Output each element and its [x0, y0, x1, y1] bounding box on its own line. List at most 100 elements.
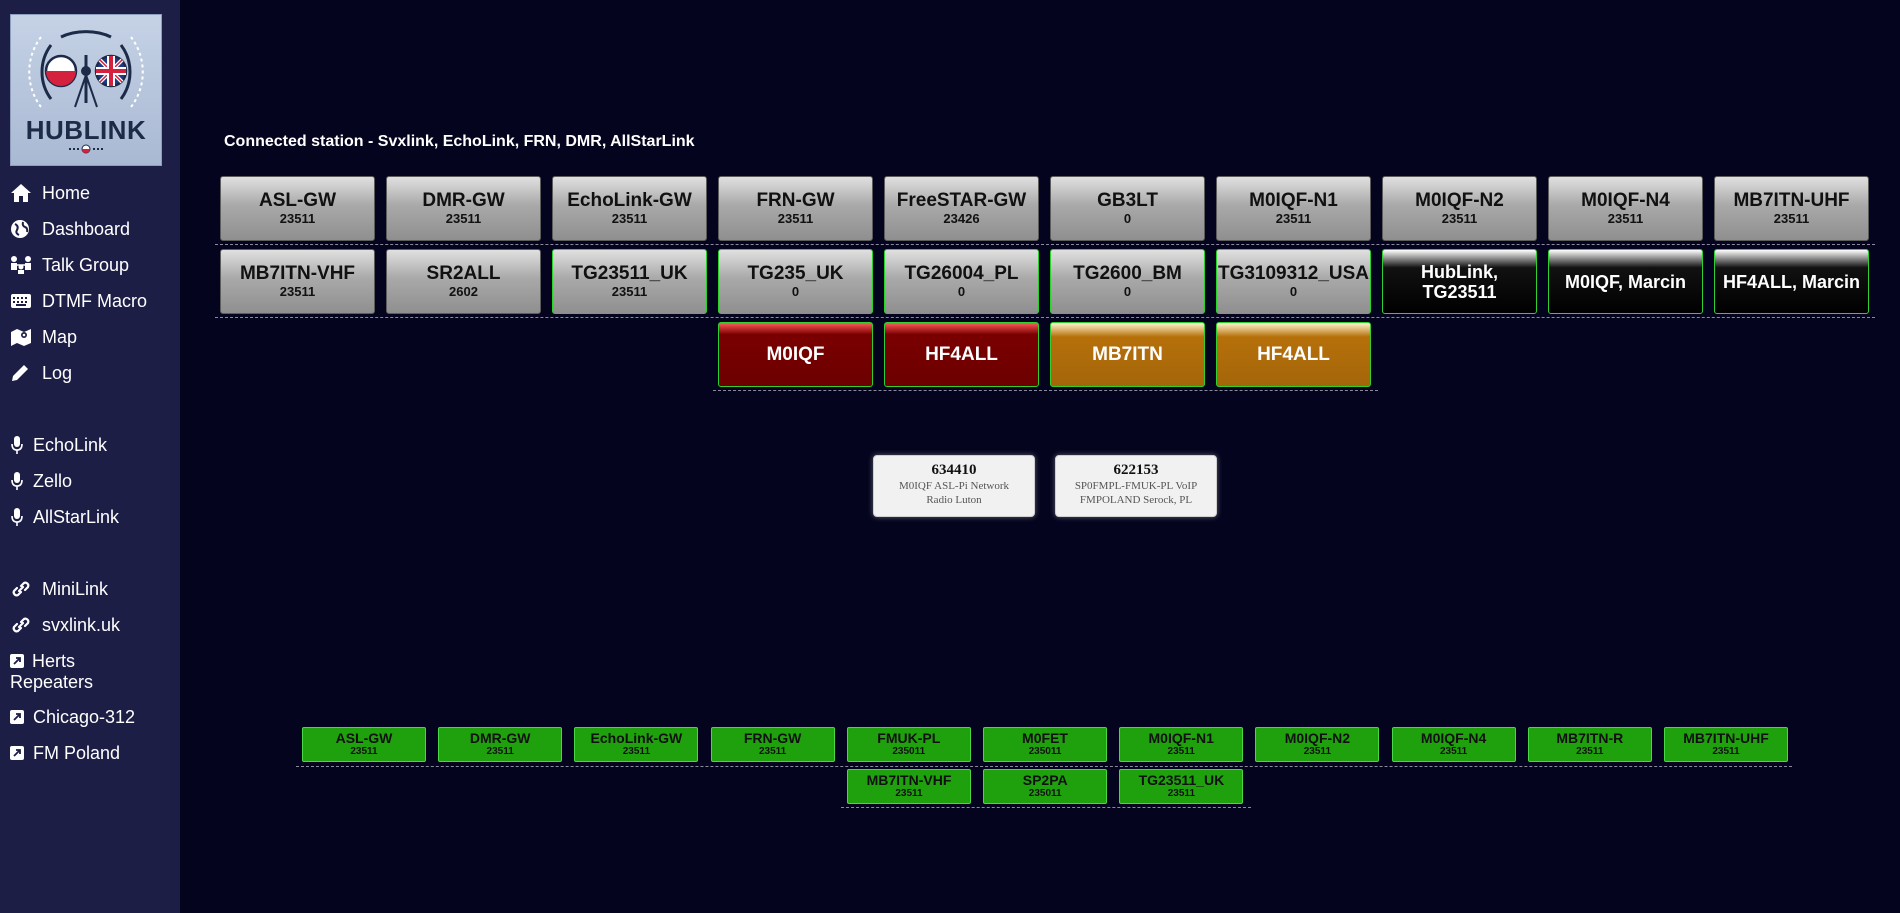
- nav-dashboard[interactable]: Dashboard: [10, 219, 130, 240]
- station-tile-mb7itn[interactable]: MB7ITN: [1050, 322, 1205, 387]
- node-name: M0IQF-N4: [1420, 730, 1487, 746]
- station-name: HF4ALL: [1257, 343, 1330, 365]
- nav-talk-group[interactable]: Talk Group: [10, 255, 129, 276]
- row-divider: [215, 317, 1875, 318]
- microphone-icon: [11, 508, 23, 526]
- node-name: TG23511_UK: [1138, 772, 1225, 788]
- station-tile-m0iqf[interactable]: M0IQF: [718, 322, 873, 387]
- node-talkgroup: 23511: [1712, 746, 1740, 757]
- station-talkgroup: 23511: [445, 211, 482, 226]
- herts-repeaters-text: Herts Repeaters: [10, 651, 94, 692]
- pencil-icon: [12, 365, 28, 381]
- nav-zello[interactable]: Zello: [10, 471, 72, 492]
- station-talkgroup: 23511: [1275, 211, 1312, 226]
- station-talkgroup: 23511: [611, 284, 648, 299]
- external-link-icon: [10, 654, 24, 668]
- nav-fm-poland-label: FM Poland: [33, 743, 121, 763]
- node-talkgroup: 23511: [486, 746, 514, 757]
- node-name: M0FET: [1022, 730, 1068, 746]
- station-name: MB7ITN-UHF: [1733, 190, 1850, 211]
- nav-dtmf-macro[interactable]: DTMF Macro: [10, 291, 147, 312]
- station-tile-hf4all-marcin[interactable]: HF4ALL, Marcin: [1714, 249, 1869, 314]
- nav-chicago-312[interactable]: Chicago-312: [10, 707, 135, 728]
- nav-svxlink-uk[interactable]: svxlink.uk: [10, 615, 120, 636]
- node-description: SP0FMPL-FMUK-PL VoIP: [1074, 480, 1198, 492]
- hublink-logo[interactable]: HUBLINK: [10, 14, 162, 166]
- node-name: EchoLink-GW: [590, 730, 683, 746]
- node-talkgroup: 235011: [1028, 788, 1062, 799]
- station-tile-m0iqf-marcin[interactable]: M0IQF, Marcin: [1548, 249, 1703, 314]
- node-talkgroup: 23511: [1167, 788, 1196, 799]
- station-talkgroup: 0: [1289, 284, 1298, 299]
- node-name: M0IQF-N2: [1284, 730, 1351, 746]
- station-talkgroup: 0: [1123, 211, 1132, 226]
- nav-minilink[interactable]: MiniLink: [10, 579, 108, 600]
- station-name: M0IQF, Marcin: [1564, 271, 1687, 292]
- node-description: FMPOLAND Serock, PL: [1079, 494, 1193, 506]
- nav-map[interactable]: Map: [10, 327, 77, 348]
- nav-echolink[interactable]: EchoLink: [10, 435, 107, 456]
- node-number: 634410: [931, 462, 977, 478]
- nav-log[interactable]: Log: [10, 363, 72, 384]
- nav-svxlink-uk-label: svxlink.uk: [42, 615, 121, 635]
- nav-home[interactable]: Home: [10, 183, 90, 204]
- station-name: M0IQF: [766, 343, 825, 365]
- station-talkgroup: 23511: [1441, 211, 1478, 226]
- node-talkgroup: 235011: [892, 746, 926, 757]
- nav-dashboard-label: Dashboard: [42, 219, 131, 239]
- station-name: TG26004_PL: [904, 263, 1019, 284]
- station-name: HF4ALL: [925, 343, 998, 365]
- microphone-icon: [11, 472, 23, 490]
- home-icon: [11, 184, 31, 202]
- station-name: ASL-GW: [258, 190, 337, 211]
- nav-talk-group-label: Talk Group: [42, 255, 130, 275]
- node-name: SP2PA: [1022, 772, 1068, 788]
- station-talkgroup: 0: [957, 284, 966, 299]
- station-tile-hf4all[interactable]: HF4ALL: [884, 322, 1039, 387]
- nav-home-label: Home: [42, 183, 91, 203]
- nav-allstarlink[interactable]: AllStarLink: [10, 507, 119, 528]
- node-number: 622153: [1113, 462, 1159, 478]
- node-talkgroup: 23511: [758, 746, 787, 757]
- page-heading: Connected station - Svxlink, EchoLink, F…: [224, 133, 695, 150]
- station-tile-hf4all[interactable]: HF4ALL: [1216, 322, 1371, 387]
- station-tile-hublink-tg23511[interactable]: HubLink, TG23511: [1382, 249, 1537, 314]
- nav-herts-repeaters[interactable]: Herts Repeaters: [10, 651, 160, 693]
- station-name: MB7ITN: [1092, 343, 1163, 365]
- nav-fm-poland[interactable]: FM Poland: [10, 743, 120, 764]
- node-description: Radio Luton: [926, 494, 982, 506]
